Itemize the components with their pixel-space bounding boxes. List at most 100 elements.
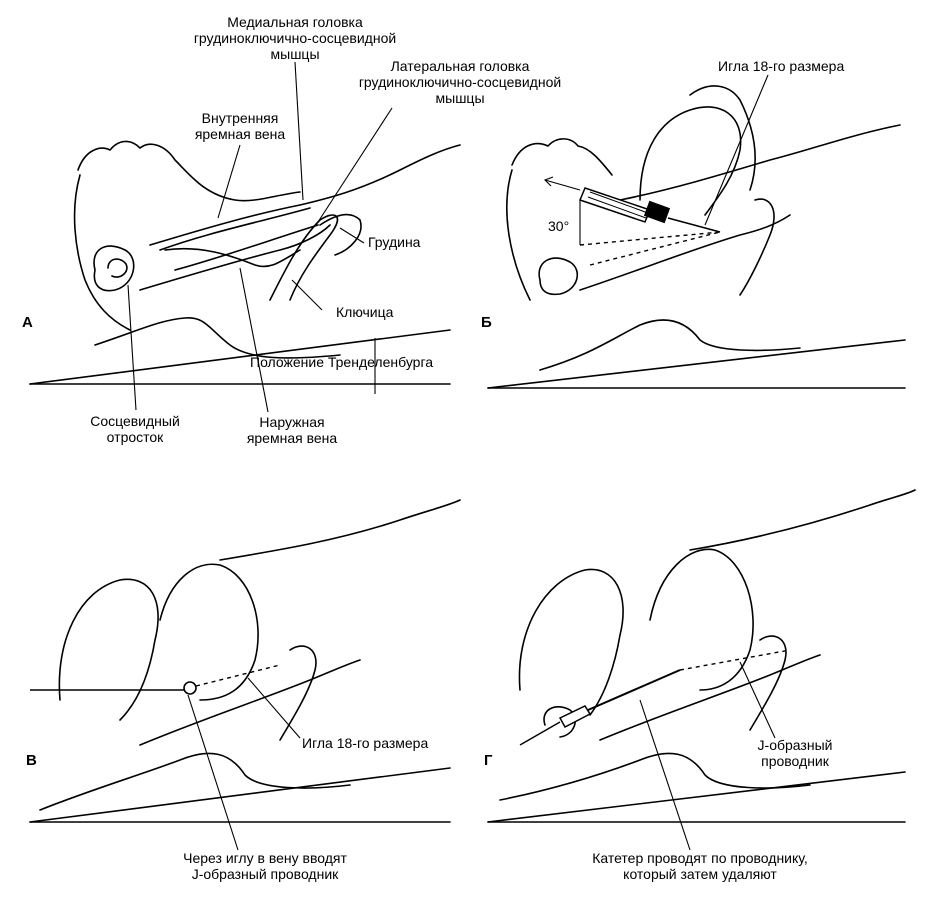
panel-g-catheter-assembly — [519, 649, 791, 746]
panel-b-hand-top — [689, 85, 756, 191]
panel-b-shoulder-outline — [539, 319, 801, 371]
pointer-clavicle — [291, 279, 323, 311]
panel-v-hand-left — [58, 578, 159, 721]
panel-g-clavicle — [749, 635, 787, 731]
panel-a-back-head — [73, 174, 131, 331]
panel-b-guides — [544, 74, 769, 266]
panel-a-letter: А — [22, 314, 33, 331]
pointer-ijv — [217, 144, 241, 219]
panel-v-incline-line — [29, 767, 451, 823]
caption-v-line2: J-образный проводник — [191, 866, 339, 882]
sternum-label: Грудина — [368, 234, 421, 250]
pointer-needle-v — [247, 677, 301, 739]
panel-v-clavicle — [279, 645, 317, 741]
panel-b-hand — [639, 106, 742, 216]
panel-a-muscle-lateral — [174, 224, 319, 271]
panel-g-hand-left — [518, 568, 624, 716]
panel-b-needle-path — [589, 231, 721, 266]
panel-v-neck — [139, 659, 361, 746]
guidewire-label-g: J-образный проводник — [735, 737, 855, 769]
ijv-line1: Внутренняя — [201, 110, 279, 126]
trendelenburg-label: Положение Тренделенбурга — [250, 354, 434, 370]
pointer-catheter-g — [639, 699, 691, 851]
lateral-head-line2: грудиноключично-сосцевидной — [358, 74, 562, 90]
panel-b-neck-upper — [619, 124, 901, 201]
panel-g-neck — [599, 654, 821, 741]
caption-g: Катетер проводят по проводнику, который … — [555, 850, 845, 882]
panel-g-incline-line — [487, 771, 906, 823]
pointer-guidewire-g — [739, 661, 776, 739]
panel-a-clavicle-shape — [269, 214, 339, 301]
medial-head-label: Медиальная головка грудиноключично-сосце… — [160, 14, 430, 62]
panel-a-muscle-medial — [159, 207, 311, 251]
panel-g-letter: Г — [484, 752, 493, 769]
pointer-ejv — [239, 267, 269, 413]
pointer-sternum — [339, 227, 365, 244]
panel-a-incline-line — [29, 329, 451, 385]
medial-head-line2: грудиноключично-сосцевидной — [193, 30, 397, 46]
pointer-needle-b — [704, 74, 769, 226]
pointer-medial-head — [294, 61, 304, 201]
panel-g-pointers — [639, 661, 776, 851]
pointer-mastoid — [127, 284, 137, 411]
panel-a-ejv — [164, 247, 301, 268]
panel-a-face-profile — [77, 140, 301, 202]
panel-v-shoulder-outline — [39, 752, 351, 811]
panel-g-neck-upper — [689, 489, 916, 551]
panel-b-angle-reference — [579, 231, 721, 246]
panel-v-drawing — [29, 499, 461, 823]
angle-label-b: 30° — [548, 218, 570, 234]
panel-a-neck-lower — [139, 224, 331, 291]
panel-b-drawing — [487, 85, 906, 389]
mastoid-line1: Сосцевидный — [90, 413, 180, 429]
panel-a-sternum-shape — [319, 213, 362, 256]
pointer-lateral-head — [317, 107, 393, 223]
panel-v-pointers — [187, 677, 301, 851]
panel-g-shoulder-outline — [499, 752, 811, 801]
panel-a-neck-upper — [149, 144, 461, 246]
caption-v-line1: Через иглу в вену вводят — [183, 850, 347, 866]
ejv-line2: яремная вена — [246, 430, 338, 446]
ejv-label: Наружная яремная вена — [222, 414, 362, 446]
panel-b-direction-arrow — [544, 179, 581, 191]
medial-head-line1: Медиальная головка — [227, 14, 363, 30]
panel-a-ear-inner — [107, 258, 128, 278]
panel-v-letter: В — [26, 752, 37, 769]
needle-label-b: Игла 18-го размера — [718, 58, 845, 74]
panel-g-hand-right — [649, 548, 754, 691]
panel-a-ear — [93, 245, 135, 292]
needle-label-v: Игла 18-го размера — [302, 735, 429, 751]
caption-v: Через иглу в вену вводят J-образный пров… — [135, 850, 395, 882]
panel-b-back-head — [506, 169, 531, 301]
panel-b-incline-line — [487, 339, 906, 389]
caption-g-line1: Катетер проводят по проводнику, — [592, 850, 808, 866]
panel-g-ear — [543, 706, 576, 738]
panel-a-shoulder-outline — [94, 317, 341, 359]
panel-v-neck-upper — [219, 499, 461, 561]
panel-v-hand-right — [159, 563, 259, 701]
panel-b-syringe — [578, 187, 721, 233]
panel-b-face-profile — [511, 138, 613, 176]
clavicle-label: Ключица — [336, 304, 394, 320]
panel-v-needle-assembly — [30, 664, 281, 695]
lateral-head-line3: мышцы — [435, 90, 485, 106]
panel-b-neck-lower — [579, 214, 791, 291]
guidewire-g-line2: проводник — [761, 753, 829, 769]
panel-a-drawing — [29, 140, 461, 385]
lateral-head-line1: Латеральная головка — [390, 58, 530, 74]
panel-b-clavicle — [739, 198, 775, 296]
guidewire-g-line1: J-образный — [757, 737, 833, 753]
lateral-head-label: Латеральная головка грудиноключично-сосц… — [325, 58, 595, 106]
panel-g-drawing — [487, 489, 916, 823]
medial-head-line3: мышцы — [270, 46, 320, 62]
ijv-label: Внутренняя яремная вена — [180, 110, 300, 142]
ejv-line1: Наружная — [259, 414, 325, 430]
panel-b-letter: Б — [481, 314, 492, 331]
pointer-guidewire-v — [187, 694, 239, 851]
ijv-line2: яремная вена — [194, 126, 286, 142]
panel-b-ear — [538, 257, 579, 296]
mastoid-label: Сосцевидный отросток — [70, 413, 200, 445]
mastoid-line2: отросток — [106, 429, 164, 445]
panel-a-pointers — [127, 61, 393, 413]
